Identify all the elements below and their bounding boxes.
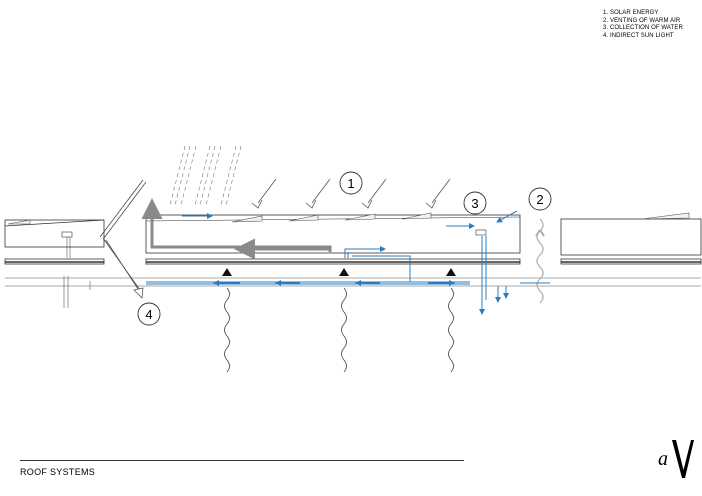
warm-air-venting <box>141 198 332 260</box>
callout-2-label: 2 <box>536 192 543 207</box>
callout-4: 4 <box>137 302 161 326</box>
callout-3: 3 <box>463 191 487 215</box>
solar-energy-arrows <box>251 178 451 209</box>
legend: 1. SOLAR ENERGY 2. VENTING OF WARM AIR 3… <box>603 10 683 40</box>
legend-item-solar-energy: 1. SOLAR ENERGY <box>603 10 659 16</box>
callout-3-label: 3 <box>471 196 478 211</box>
solar-rays <box>169 145 242 206</box>
logo-letter: a <box>658 448 668 470</box>
support-markers <box>222 268 456 276</box>
indirect-sunlight-arrow <box>105 239 144 299</box>
footer-title: ROOF SYSTEMS <box>20 467 96 477</box>
legend-item-water: 3. COLLECTION OF WATER <box>603 25 683 31</box>
callout-1-label: 1 <box>347 176 354 191</box>
callout-1: 1 <box>339 171 363 195</box>
water-collection <box>146 210 550 315</box>
logo-v-mark <box>672 440 694 478</box>
warm-air-plume <box>535 218 545 304</box>
ceiling-slab <box>5 277 701 287</box>
callout-4-label: 4 <box>145 307 152 322</box>
legend-item-sunlight: 4. INDIRECT SUN LIGHT <box>603 32 674 39</box>
legend-item-venting: 2. VENTING OF WARM AIR <box>603 17 681 24</box>
skylight-glazing <box>99 179 147 291</box>
footer-rule <box>20 460 464 461</box>
callout-2: 2 <box>528 187 552 211</box>
solar-panels <box>7 212 690 225</box>
middle-roof-block <box>145 214 521 265</box>
left-roof-block <box>4 219 105 308</box>
right-roof-block <box>560 218 702 265</box>
heat-waves <box>224 287 454 373</box>
